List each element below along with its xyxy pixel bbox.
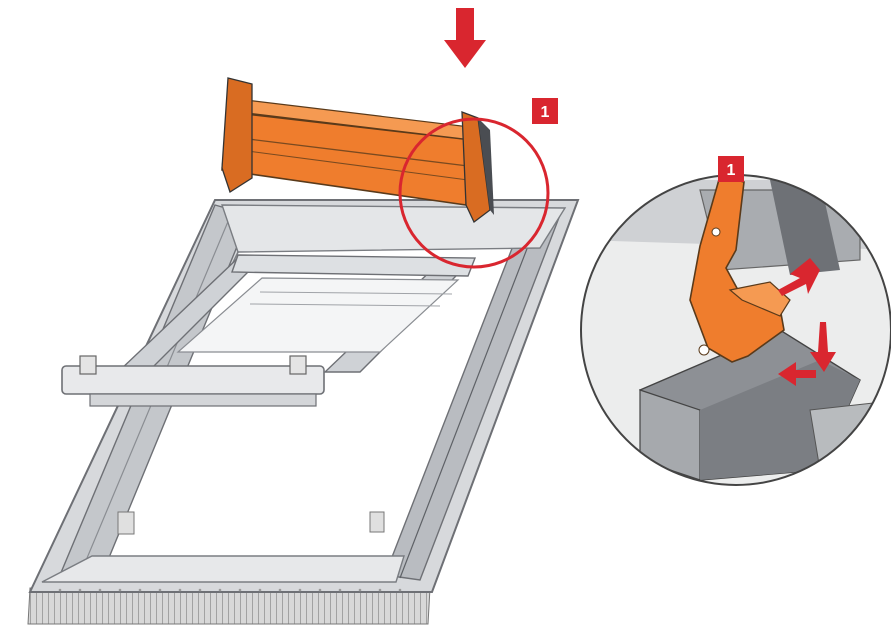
callout-label-main: 1: [541, 104, 550, 121]
sash-bottom-bar: [61, 365, 325, 395]
handle-right: [289, 355, 307, 375]
cover-left-bracket: [221, 77, 253, 193]
window-sash: [61, 254, 477, 407]
handle-left: [79, 355, 97, 375]
sash-top-bar: [231, 254, 477, 277]
cover-right-bracket: [461, 111, 491, 223]
orange-top-cover: [221, 77, 494, 223]
glass-pane: [176, 277, 460, 353]
detail-view: 1: [580, 156, 891, 486]
callout-badge-detail: 1: [718, 156, 744, 182]
bottom-flashing: [27, 587, 431, 625]
detail-orange-bracket: [689, 175, 785, 363]
highlight-circle: [398, 117, 550, 269]
top-frame: [221, 204, 567, 253]
callout-label-detail: 1: [727, 162, 736, 179]
arrow-down-icon: [444, 8, 486, 68]
callout-badge-main: 1: [532, 98, 558, 124]
arrow-icon: [778, 258, 836, 386]
bottom-frame: [41, 555, 405, 583]
